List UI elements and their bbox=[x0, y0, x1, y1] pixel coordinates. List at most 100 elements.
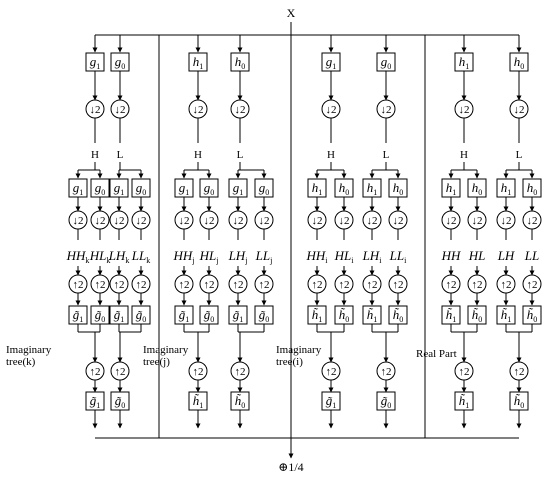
tree-3-col-4-up-label: ↑2 bbox=[393, 279, 404, 291]
tree-1-col-4-syn-filter-label: g̃0 bbox=[136, 307, 147, 324]
tree-4-col-3-filter-label: h1 bbox=[501, 180, 512, 197]
tree-1-col-3-subband: LHk bbox=[108, 248, 130, 265]
tree-4-col-1-up-label: ↑2 bbox=[446, 279, 457, 291]
tree-1-out-high: H bbox=[91, 149, 99, 161]
tree-4-filter-low-label: h0 bbox=[514, 54, 525, 71]
tree-1-out-low: L bbox=[117, 149, 124, 161]
tree-3-col-1-down-label: ↓2 bbox=[312, 215, 323, 227]
tree-1-down-high-label: ↓2 bbox=[90, 104, 101, 116]
tree-3-final-low-label: g̃0 bbox=[381, 393, 392, 410]
tree-4-col-1-down-label: ↓2 bbox=[446, 215, 457, 227]
tree-1-col-1-subband: HHk bbox=[66, 248, 90, 265]
tree-2-col-3-filter-label: g1 bbox=[233, 180, 244, 197]
tree-1-up-low-label: ↑2 bbox=[115, 366, 126, 378]
tree-2-col-2-down-label: ↓2 bbox=[204, 215, 215, 227]
tree-4-col-4-down-label: ↓2 bbox=[527, 215, 538, 227]
tree-2-col-4-syn-filter-label: g̃0 bbox=[259, 307, 270, 324]
tree-4-col-1-syn-filter-label: h̃1 bbox=[446, 307, 457, 324]
tree-3-col-1-subband: HHi bbox=[305, 248, 328, 265]
tree-4-filter-high-label: h1 bbox=[459, 54, 470, 71]
input-label: X bbox=[287, 6, 296, 20]
tree-3-out-high: H bbox=[327, 149, 335, 161]
tree-3-col-4-filter-label: h0 bbox=[393, 180, 404, 197]
tree-1-col-4-up-label: ↑2 bbox=[136, 279, 147, 291]
tree-2-final-low-label: h̃0 bbox=[235, 393, 246, 410]
tree-1-col-3-up-label: ↑2 bbox=[114, 279, 125, 291]
tree-2-col-2-subband: HLj bbox=[199, 248, 219, 265]
tree-2-col-1-filter-label: g1 bbox=[179, 180, 190, 197]
tree-3-down-low-label: ↓2 bbox=[381, 104, 392, 116]
tree-1-col-4-filter-label: g0 bbox=[136, 180, 147, 197]
tree-3-col-1-syn-filter-label: h̃1 bbox=[312, 307, 323, 324]
tree-2-label-line-1: Imaginary bbox=[143, 344, 189, 356]
tree-2-col-4-up-label: ↑2 bbox=[259, 279, 270, 291]
tree-4-col-4-syn-filter-label: h̃0 bbox=[527, 307, 538, 324]
tree-1-up-high-label: ↑2 bbox=[90, 366, 101, 378]
tree-1-col-4-down-label: ↓2 bbox=[136, 215, 147, 227]
tree-1-col-2-down-label: ↓2 bbox=[95, 215, 106, 227]
tree-4-label-line-1: Real Part bbox=[416, 348, 457, 360]
tree-1-filter-low-label: g0 bbox=[115, 54, 126, 71]
tree-2-col-4-filter-label: g0 bbox=[259, 180, 270, 197]
tree-1-col-2-subband: HLk bbox=[89, 248, 111, 265]
tree-4-col-2-filter-label: h0 bbox=[472, 180, 483, 197]
tree-3-label-line-1: Imaginary bbox=[276, 344, 322, 356]
tree-3-up-high-label: ↑2 bbox=[326, 366, 337, 378]
tree-1-col-3-filter-label: g1 bbox=[114, 180, 125, 197]
tree-1-down-low-label: ↓2 bbox=[115, 104, 126, 116]
tree-1-final-high-label: g̃1 bbox=[90, 393, 101, 410]
tree-3-col-3-subband: LHi bbox=[362, 248, 383, 265]
tree-3-col-3-up-label: ↑2 bbox=[367, 279, 378, 291]
tree-2-col-2-filter-label: g0 bbox=[204, 180, 215, 197]
tree-1-filter-high-label: g1 bbox=[90, 54, 101, 71]
tree-4-col-1-subband: HH bbox=[441, 248, 461, 263]
tree-2-col-1-subband: HHj bbox=[172, 248, 194, 265]
tree-3-col-4-down-label: ↓2 bbox=[393, 215, 404, 227]
tree-2-col-1-syn-filter-label: g̃1 bbox=[179, 307, 190, 324]
tree-3-col-2-down-label: ↓2 bbox=[339, 215, 350, 227]
tree-3-col-3-down-label: ↓2 bbox=[367, 215, 378, 227]
tree-1-col-1-down-label: ↓2 bbox=[73, 215, 84, 227]
tree-4-down-low-label: ↓2 bbox=[514, 104, 525, 116]
tree-2-up-high-label: ↑2 bbox=[193, 366, 204, 378]
tree-2-col-2-up-label: ↑2 bbox=[204, 279, 215, 291]
tree-4-final-low-label: h̃0 bbox=[514, 393, 525, 410]
tree-4-col-1-filter-label: h1 bbox=[446, 180, 457, 197]
tree-2-col-1-up-label: ↑2 bbox=[179, 279, 190, 291]
tree-3-final-high-label: g̃1 bbox=[326, 393, 337, 410]
tree-4-up-low-label: ↑2 bbox=[514, 366, 525, 378]
tree-3-col-4-syn-filter-label: h̃0 bbox=[393, 307, 404, 324]
tree-1-col-1-filter-label: g1 bbox=[73, 180, 84, 197]
tree-2-col-3-subband: LHj bbox=[228, 248, 248, 265]
tree-3-filter-low-label: g0 bbox=[381, 54, 392, 71]
tree-1-col-3-down-label: ↓2 bbox=[114, 215, 125, 227]
tree-3-down-high-label: ↓2 bbox=[326, 104, 337, 116]
tree-2-col-2-syn-filter-label: g̃0 bbox=[204, 307, 215, 324]
tree-2-col-1-down-label: ↓2 bbox=[179, 215, 190, 227]
tree-3-col-2-syn-filter-label: h̃0 bbox=[339, 307, 350, 324]
tree-1-col-3-syn-filter-label: g̃1 bbox=[114, 307, 125, 324]
tree-4-col-4-up-label: ↑2 bbox=[527, 279, 538, 291]
tree-4-col-2-syn-filter-label: h̃0 bbox=[472, 307, 483, 324]
tree-2-up-low-label: ↑2 bbox=[235, 366, 246, 378]
tree-2-col-3-down-label: ↓2 bbox=[233, 215, 244, 227]
tree-1-col-2-filter-label: g0 bbox=[95, 180, 106, 197]
tree-3-filter-high-label: g1 bbox=[326, 54, 337, 71]
tree-4-col-3-down-label: ↓2 bbox=[501, 215, 512, 227]
tree-4-col-3-up-label: ↑2 bbox=[501, 279, 512, 291]
tree-4-col-4-subband: LL bbox=[524, 248, 539, 263]
tree-3-col-1-up-label: ↑2 bbox=[312, 279, 323, 291]
tree-1-col-1-syn-filter-label: g̃1 bbox=[73, 307, 84, 324]
tree-2-final-high-label: h̃1 bbox=[193, 393, 204, 410]
tree-2-label-line-2: tree(j) bbox=[143, 356, 170, 368]
tree-2-col-3-up-label: ↑2 bbox=[233, 279, 244, 291]
tree-1-label-line-2: tree(k) bbox=[6, 356, 36, 368]
tree-1-col-4-subband: LLk bbox=[131, 248, 150, 265]
tree-3-col-2-filter-label: h0 bbox=[339, 180, 350, 197]
tree-1-label-line-1: Imaginary bbox=[6, 344, 52, 356]
tree-2-filter-low-label: h0 bbox=[235, 54, 246, 71]
tree-1-col-1-up-label: ↑2 bbox=[73, 279, 84, 291]
tree-3-col-4-subband: LLi bbox=[389, 248, 407, 265]
tree-4-final-high-label: h̃1 bbox=[459, 393, 470, 410]
tree-2-down-low-label: ↓2 bbox=[235, 104, 246, 116]
